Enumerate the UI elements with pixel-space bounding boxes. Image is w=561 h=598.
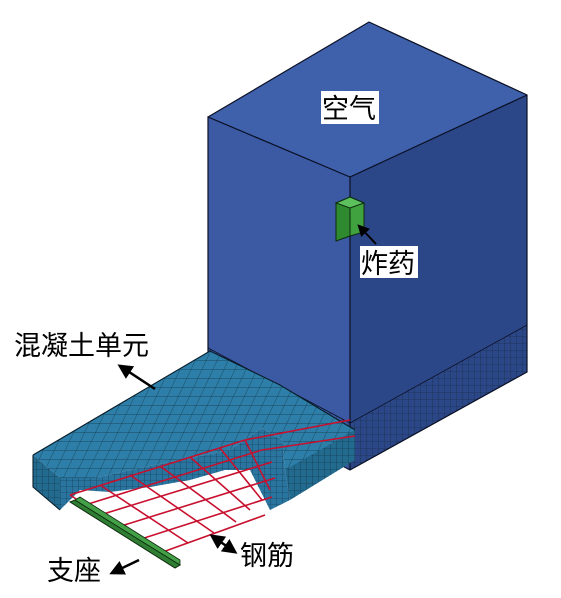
label-explosive: 炸药	[361, 249, 415, 280]
label-air: 空气	[322, 94, 376, 125]
label-support-group: 支座	[47, 556, 140, 587]
air-box-right-face	[350, 95, 527, 423]
air-box-front-face	[208, 117, 350, 423]
label-rebar: 钢筋	[240, 541, 294, 572]
label-concrete-group: 混凝土单元	[14, 331, 156, 391]
support-beam	[68, 496, 181, 569]
label-explosive-group: 炸药	[357, 224, 418, 280]
label-support: 支座	[47, 556, 101, 587]
concrete-slab	[32, 350, 356, 511]
label-concrete-element: 混凝土单元	[14, 331, 149, 362]
label-rebar-group: 钢筋	[209, 534, 294, 572]
label-air-group: 空气	[321, 91, 379, 125]
